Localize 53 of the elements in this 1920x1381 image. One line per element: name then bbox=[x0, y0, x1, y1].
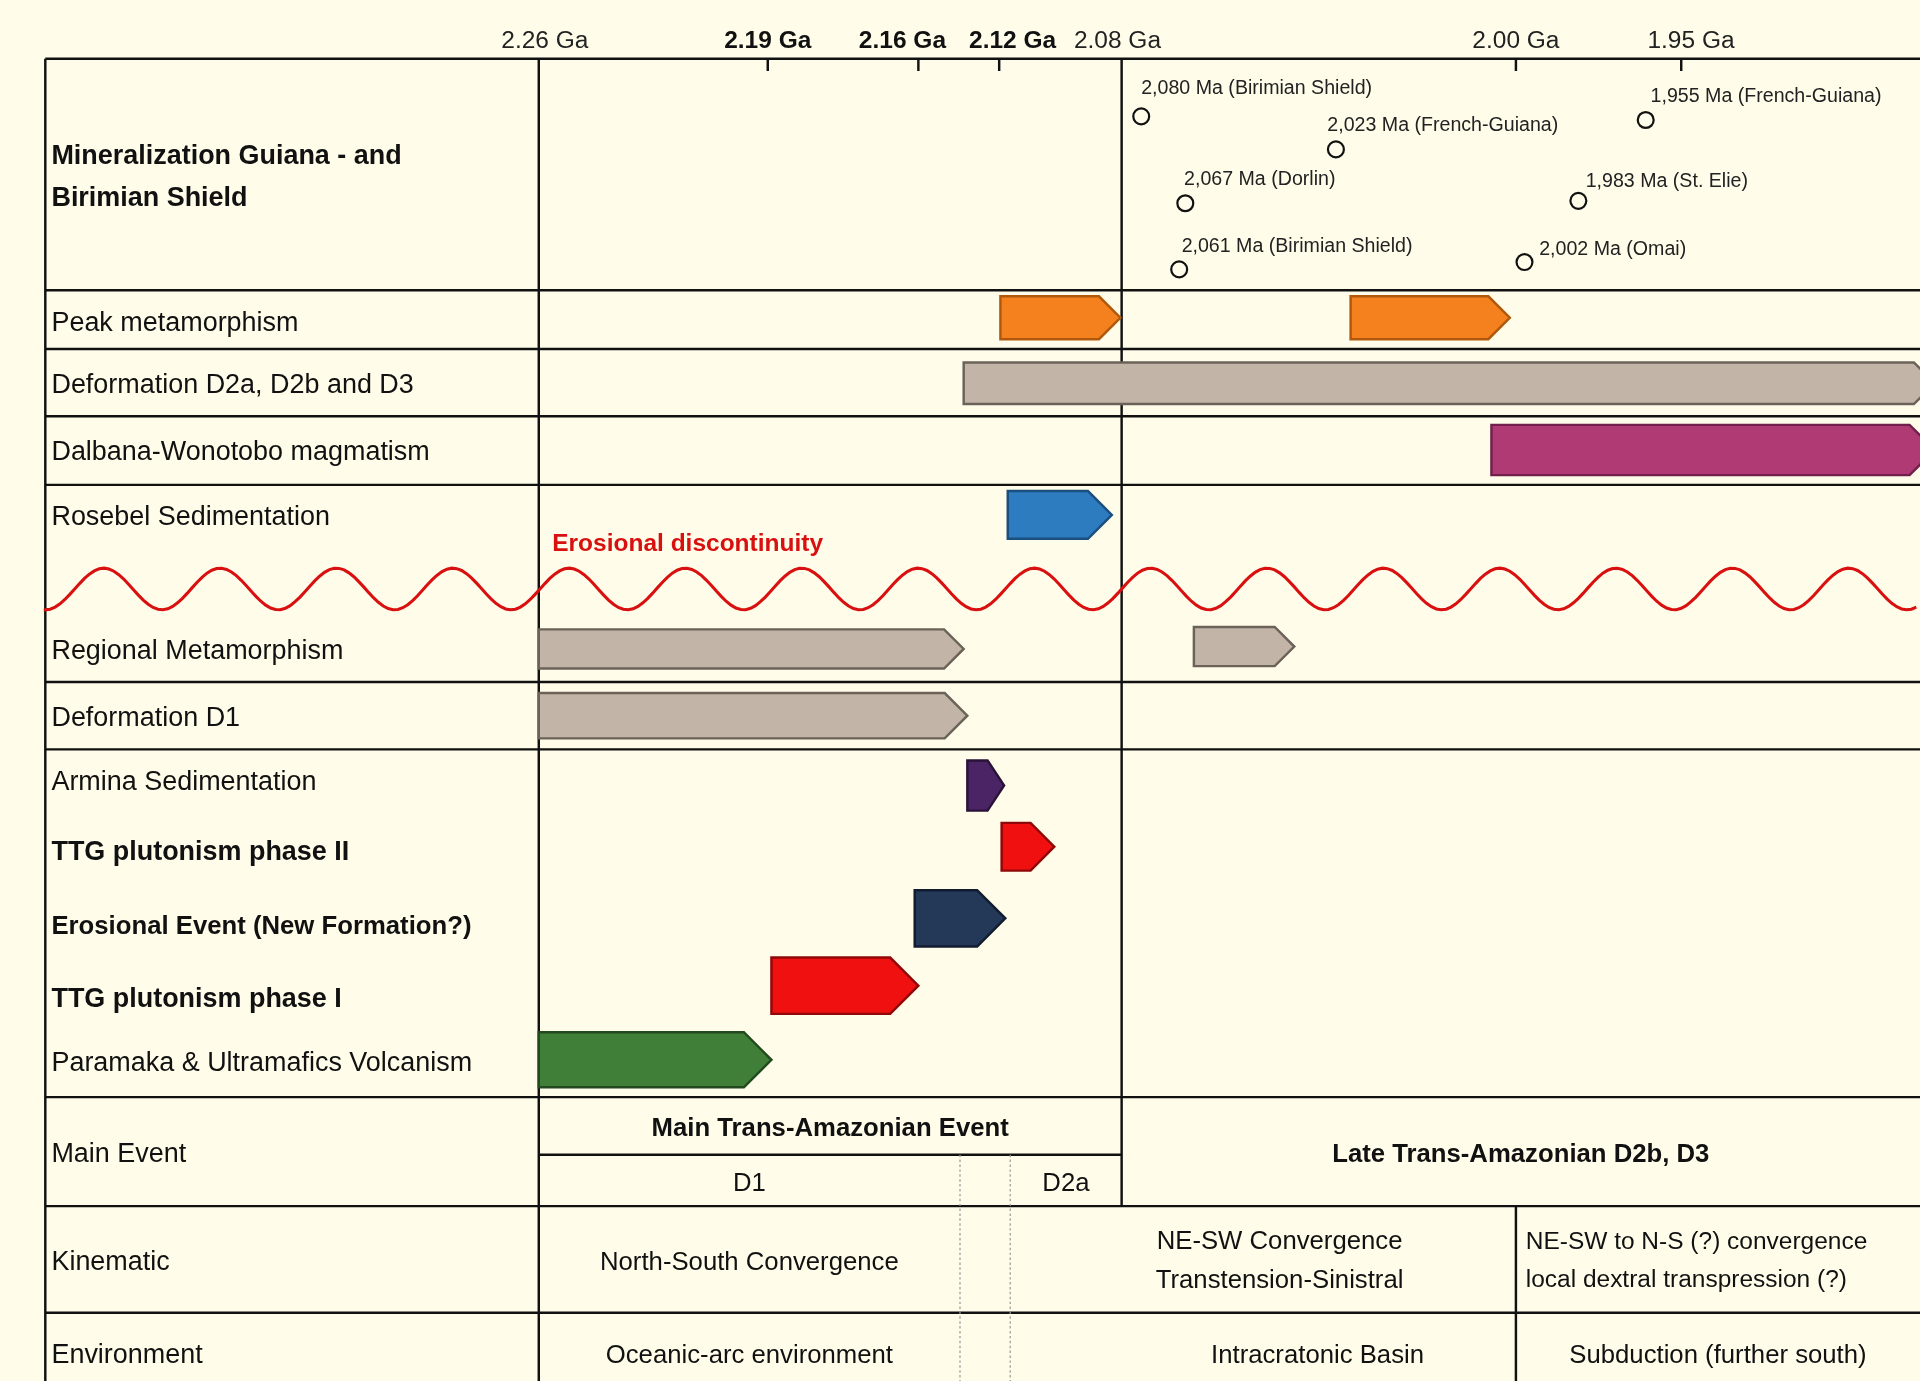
row-label: TTG plutonism phase II bbox=[51, 834, 350, 868]
row-label: Paramaka & Ultramafics Volcanism bbox=[51, 1045, 473, 1080]
timeline-bar bbox=[913, 888, 1008, 948]
axis-tick-label: 1.95 Ga bbox=[1647, 24, 1735, 55]
axis-tick-label: 2.19 Ga bbox=[724, 24, 812, 55]
timeline-bar bbox=[1000, 821, 1056, 872]
timeline-bar bbox=[999, 295, 1123, 341]
row-label: Erosional Event (New Formation?) bbox=[51, 909, 472, 941]
cell-text: Subduction (further south) bbox=[1569, 1338, 1867, 1370]
row-label: Armina Sedimentation bbox=[51, 764, 317, 798]
timeline-bar bbox=[537, 628, 966, 670]
date-label: 2,067 Ma (Dorlin) bbox=[1184, 166, 1336, 191]
axis-tick-label: 2.12 Ga bbox=[969, 24, 1057, 55]
row-label: Mineralization Guiana - and Birimian Shield bbox=[51, 138, 403, 214]
timeline-bar bbox=[1192, 625, 1297, 668]
timeline-bar bbox=[1490, 423, 1920, 477]
row-label: Deformation D1 bbox=[51, 700, 241, 735]
row-label: Kinematic bbox=[51, 1244, 170, 1278]
row-label: TTG plutonism phase I bbox=[51, 981, 342, 1015]
annotation-text: Erosional discontinuity bbox=[552, 527, 824, 558]
timeline-bar bbox=[537, 691, 970, 740]
timeline-bar bbox=[962, 361, 1920, 406]
axis-tick-label: 2.16 Ga bbox=[858, 24, 946, 55]
row-label: Regional Metamorphism bbox=[51, 633, 344, 667]
cell-text: D1 bbox=[732, 1166, 766, 1198]
row-label: Environment bbox=[51, 1337, 203, 1371]
axis-tick-label: 2.00 Ga bbox=[1472, 24, 1560, 55]
axis-tick-label: 2.08 Ga bbox=[1073, 24, 1162, 55]
timeline-bar bbox=[1006, 489, 1114, 540]
date-label: 2,080 Ma (Birimian Shield) bbox=[1141, 75, 1373, 100]
timeline-bar bbox=[537, 1031, 774, 1089]
row-label: Deformation D2a, D2b and D3 bbox=[51, 367, 414, 402]
cell-text: NE-SW to N-S (?) convergence local dextral transpression (?) bbox=[1525, 1225, 1869, 1294]
date-label: 2,061 Ma (Birimian Shield) bbox=[1181, 233, 1413, 258]
cell-text: NE-SW Convergence Transtension-Sinistral bbox=[1154, 1224, 1405, 1296]
cell-text: Main Trans-Amazonian Event bbox=[651, 1111, 1009, 1143]
timeline-bar bbox=[1349, 295, 1512, 341]
row-label: Peak metamorphism bbox=[51, 305, 299, 339]
date-label: 1,955 Ma (French-Guiana) bbox=[1650, 82, 1882, 108]
axis-tick-label: 2.26 Ga bbox=[501, 24, 589, 55]
timeline-bar bbox=[770, 956, 921, 1016]
date-label: 1,983 Ma (St. Elie) bbox=[1585, 168, 1748, 193]
cell-text: Late Trans-Amazonian D2b, D3 bbox=[1332, 1137, 1710, 1169]
cell-text: Intracratonic Basin bbox=[1211, 1338, 1424, 1370]
cell-text: North-South Convergence bbox=[600, 1244, 899, 1277]
row-label: Rosebel Sedimentation bbox=[51, 499, 330, 534]
date-label: 2,002 Ma (Omai) bbox=[1539, 235, 1687, 261]
cell-text: D2a bbox=[1042, 1166, 1090, 1198]
row-label: Main Event bbox=[51, 1136, 187, 1171]
timeline-bar bbox=[966, 759, 1006, 812]
cell-text: Oceanic-arc environment bbox=[605, 1338, 893, 1370]
row-label: Dalbana-Wonotobo magmatism bbox=[51, 434, 430, 469]
date-label: 2,023 Ma (French-Guiana) bbox=[1327, 112, 1559, 137]
